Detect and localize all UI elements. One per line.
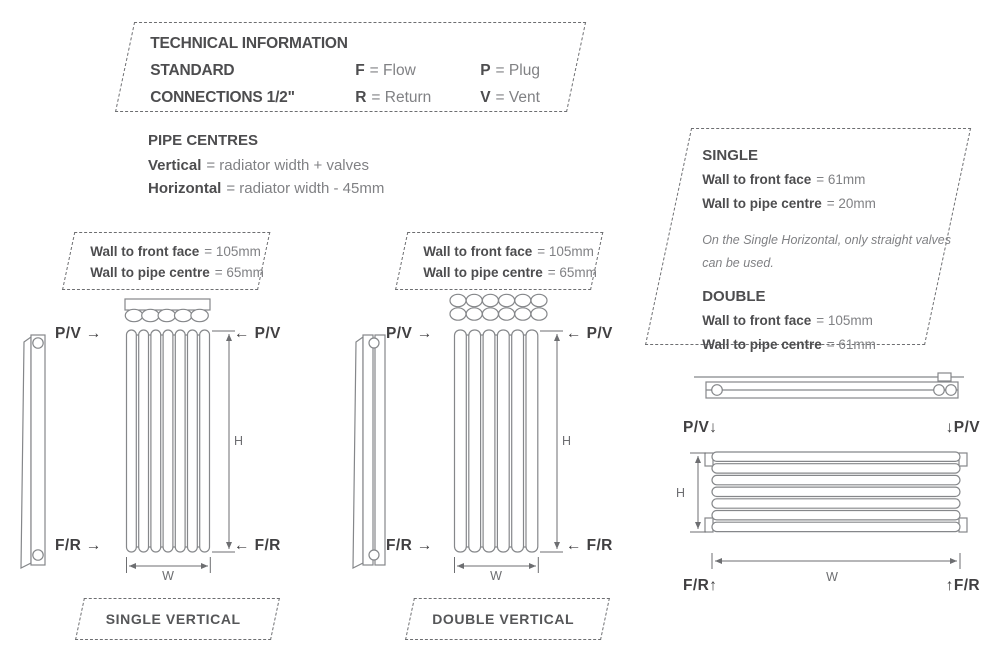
single-vertical-fr-left-label: F/R → <box>55 537 102 554</box>
double-vertical-caption-box: DOUBLE VERTICAL <box>405 598 610 640</box>
height-dimension <box>212 330 235 553</box>
side-profile <box>352 334 386 569</box>
legend-return: R= Return <box>355 89 432 106</box>
height-dimension-label: H <box>676 486 685 500</box>
single-vertical-side-view <box>20 334 46 569</box>
horizontal-pv-right-label: ↓P/V <box>945 419 980 436</box>
side-profile <box>20 334 46 569</box>
width-dimension-label: W <box>826 570 838 584</box>
wall-pipe-centre-row: Wall to pipe centre= 65mm <box>423 265 597 280</box>
width-dimension <box>126 557 211 573</box>
double-front-face-row: Wall to front face= 105mm <box>702 313 873 328</box>
single-vertical-top-view <box>124 298 211 323</box>
single-vertical-pv-left-label: P/V → <box>55 325 102 342</box>
double-vertical-fr-left-label: F/R → <box>386 537 433 554</box>
single-vertical-pv-right-label: ← P/V <box>234 325 281 342</box>
double-pipe-centre-row: Wall to pipe centre= 61mm <box>702 337 876 352</box>
wall-info-box-double-vertical: Wall to front face= 105mm Wall to pipe c… <box>395 232 604 290</box>
double-vertical-pv-right-label: ← P/V <box>566 325 613 342</box>
standard-row: STANDARD F= Flow P= Plug <box>150 57 566 84</box>
pipe-centres-vertical: Vertical= radiator width + valves <box>148 157 369 174</box>
single-vertical-front-view: H W <box>125 329 243 583</box>
tube-cross-sections <box>449 293 548 321</box>
width-dimension-label: W <box>490 569 502 583</box>
double-vertical-pv-left-label: P/V → <box>386 325 433 342</box>
legend-flow: F= Flow <box>355 62 416 79</box>
height-dimension <box>540 330 563 553</box>
legend-plug: P= Plug <box>480 62 540 79</box>
double-vertical-fr-right-label: ← F/R <box>566 537 613 554</box>
standard-label: STANDARD <box>150 62 235 79</box>
horizontal-info-box: SINGLE Wall to front face= 61mm Wall to … <box>645 128 972 352</box>
wall-pipe-centre-row: Wall to pipe centre= 65mm <box>90 265 264 280</box>
single-horizontal-note: On the Single Horizontal, only straight … <box>702 233 951 270</box>
wall-bracket <box>694 372 964 382</box>
single-vertical-caption-box: SINGLE VERTICAL <box>75 598 280 640</box>
pipe-centres-section: PIPE CENTRES Vertical= radiator width + … <box>148 128 384 200</box>
height-dimension <box>690 452 706 533</box>
single-front-face-row: Wall to front face= 61mm <box>702 172 866 187</box>
single-vertical-caption: SINGLE VERTICAL <box>105 611 241 627</box>
double-title: DOUBLE <box>702 288 766 305</box>
height-dimension-label: H <box>234 434 243 448</box>
pipe-centres-title: PIPE CENTRES <box>148 132 259 149</box>
horizontal-pv-left-label: P/V↓ <box>683 419 718 436</box>
radiator-body <box>705 381 959 399</box>
horizontal-top-view <box>694 372 964 399</box>
width-dimension <box>711 553 961 569</box>
technical-info-box: TECHNICAL INFORMATION STANDARD F= Flow P… <box>115 22 587 112</box>
width-dimension <box>454 557 539 573</box>
double-vertical-front-view: H W <box>453 329 571 583</box>
width-dimension-label: W <box>162 569 174 583</box>
tube-cross-sections <box>124 298 211 323</box>
single-title: SINGLE <box>702 147 759 164</box>
single-vertical-fr-right-label: ← F/R <box>234 537 281 554</box>
radiator-tubes <box>453 329 539 553</box>
wall-front-face-row: Wall to front face= 105mm <box>423 244 594 259</box>
horizontal-fr-right-label: ↑F/R <box>945 577 980 594</box>
wall-front-face-row: Wall to front face= 105mm <box>90 244 261 259</box>
height-dimension-label: H <box>562 434 571 448</box>
legend-vent: V= Vent <box>480 89 540 106</box>
pipe-centres-horizontal: Horizontal= radiator width - 45mm <box>148 180 385 197</box>
double-vertical-side-view <box>352 334 386 569</box>
wall-info-box-single-vertical: Wall to front face= 105mm Wall to pipe c… <box>62 232 271 290</box>
single-pipe-centre-row: Wall to pipe centre= 20mm <box>702 196 876 211</box>
technical-info-title: TECHNICAL INFORMATION <box>150 35 348 52</box>
double-vertical-top-view <box>449 293 548 321</box>
double-vertical-caption: DOUBLE VERTICAL <box>432 611 575 627</box>
horizontal-fr-left-label: F/R↑ <box>683 577 718 594</box>
radiator-tubes <box>125 329 211 553</box>
connections-row: CONNECTIONS 1/2" R= Return V= Vent <box>150 84 566 111</box>
radiator-tubes <box>711 451 961 533</box>
horizontal-front-view: H W <box>676 451 968 584</box>
connections-label: CONNECTIONS 1/2" <box>150 89 295 106</box>
